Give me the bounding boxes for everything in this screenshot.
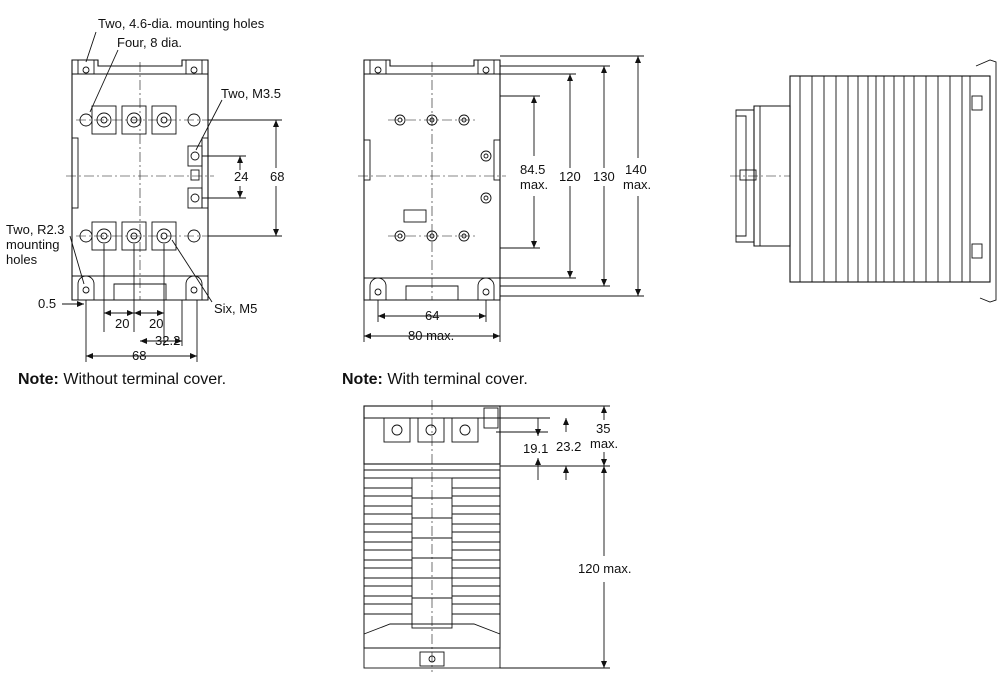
label-six-m5: Six, M5: [214, 301, 257, 316]
dim-120: 120: [559, 169, 581, 184]
dim-64: 64: [425, 308, 439, 323]
dim-84-5: 84.5: [520, 162, 545, 177]
dim-68-horizontal: 68: [132, 348, 146, 363]
heatsink-body: [789, 75, 991, 283]
label-holes: holes: [6, 252, 38, 267]
note-text: With terminal cover.: [383, 371, 528, 388]
note-label: Note:: [342, 371, 383, 388]
label-mounting-holes-top: Two, 4.6-dia. mounting holes: [98, 16, 265, 31]
label-mounting: mounting: [6, 237, 59, 252]
front-view-with-cover: [358, 55, 644, 342]
label-four-8-dia: Four, 8 dia.: [117, 35, 182, 50]
dim-84-5-max: max.: [520, 177, 548, 192]
dim-140-max: max.: [623, 177, 651, 192]
dim-19-1: 19.1: [523, 441, 548, 456]
mount-hole-top-right: [190, 66, 198, 74]
note-with-cover: Note: With terminal cover.: [342, 371, 528, 388]
dim-120-max: 120 max.: [578, 561, 631, 576]
bottom-fins: [363, 477, 501, 615]
label-two-r23: Two, R2.3: [6, 222, 65, 237]
mount-slot-bottom-left: [77, 275, 95, 300]
dim-68-vertical: 68: [270, 169, 284, 184]
dim-35-max: max.: [590, 436, 618, 451]
label-two-m35: Two, M3.5: [221, 86, 281, 101]
bottom-view-heatsink: [363, 400, 610, 672]
side-view-heatsink: [730, 59, 997, 303]
heatsink-fins: [799, 76, 963, 282]
dim-23-2: 23.2: [556, 439, 581, 454]
dim-32-2: 32.2: [155, 333, 180, 348]
dim-35: 35: [596, 421, 610, 436]
din-bracket: [975, 59, 997, 303]
mount-hole-top-left: [82, 66, 90, 74]
dim-20-left: 20: [115, 316, 129, 331]
dim-20-right: 20: [149, 316, 163, 331]
dim-24: 24: [234, 169, 248, 184]
dim-140: 140: [625, 162, 647, 177]
note-without-cover: Note: Without terminal cover.: [18, 371, 226, 388]
note-text: Without terminal cover.: [59, 371, 226, 388]
front-view-without-cover: [62, 31, 282, 362]
dim-0-5: 0.5: [38, 296, 56, 311]
mount-slot-bottom-right: [185, 275, 203, 300]
dim-130: 130: [593, 169, 615, 184]
note-label: Note:: [18, 371, 59, 388]
dim-80-max: 80 max.: [408, 328, 454, 343]
